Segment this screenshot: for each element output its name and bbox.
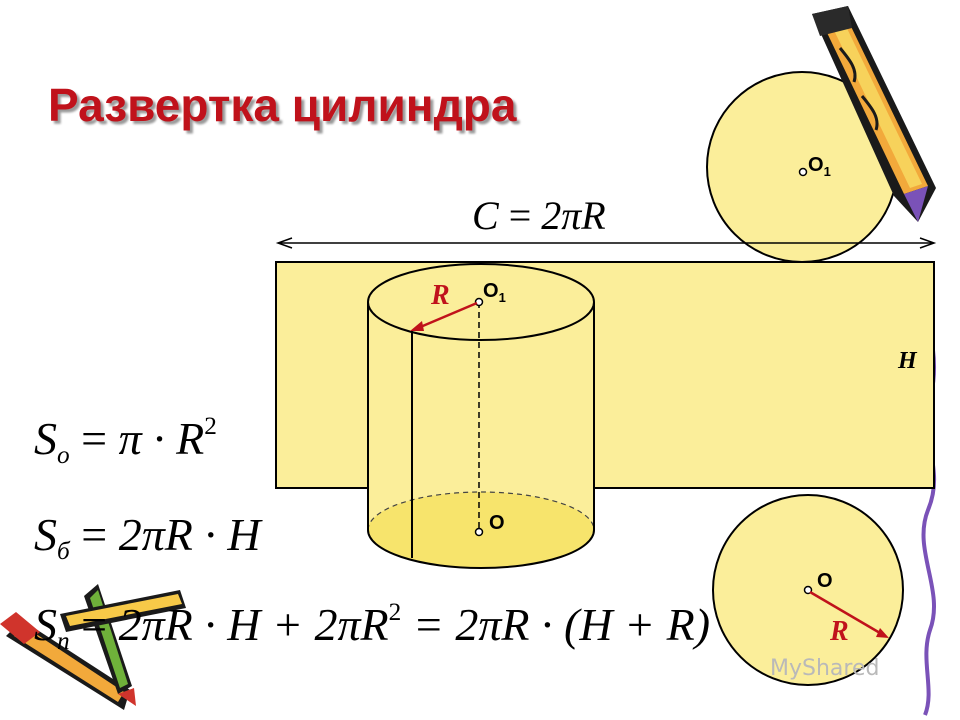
formula-rhs-b: = 2πR · (H + R) xyxy=(412,599,711,650)
base-area-formula: So = π · R2 xyxy=(34,411,217,469)
formula-s: S xyxy=(34,509,57,560)
height-label: H xyxy=(898,348,917,374)
formula-sub: п xyxy=(57,626,70,655)
pencil-clipart-top-right xyxy=(812,6,936,222)
formula-eq: = xyxy=(81,509,108,560)
circumference-arrow xyxy=(275,237,937,249)
formula-lhs: C xyxy=(472,193,499,238)
label-o: O xyxy=(483,280,499,302)
cylinder-bottom-back-dashed xyxy=(367,491,595,531)
cylinder-bottom-front-edge xyxy=(367,529,595,569)
formula-rhs: 2πR xyxy=(541,193,606,238)
formula-power: 2 xyxy=(204,411,217,440)
cylinder-top-center-label: O1 xyxy=(483,280,506,305)
formula-s: S xyxy=(34,413,57,464)
formula-eq: = xyxy=(81,413,108,464)
cylinder-bottom-center-label: O xyxy=(489,512,505,534)
formula-sub: o xyxy=(57,440,70,469)
bottom-circle-center-dot xyxy=(803,585,813,595)
formula-rhs-a: 2πR · H + 2πR xyxy=(118,599,389,650)
bottom-radius-label: R xyxy=(830,616,849,647)
cylinder-radius-label: R xyxy=(431,280,450,311)
circumference-formula: C = 2πR xyxy=(472,192,606,239)
top-circle-center-dot xyxy=(798,167,808,177)
label-subscript: 1 xyxy=(498,290,506,305)
pencils-clipart-bottom-left xyxy=(0,584,186,710)
label-o: O xyxy=(808,154,824,176)
bottom-radius-arrow xyxy=(809,590,881,635)
formula-eq: = xyxy=(81,599,108,650)
formula-rhs: π · R xyxy=(118,413,205,464)
formula-eq: = xyxy=(508,193,532,238)
formula-rhs: 2πR · H xyxy=(118,509,261,560)
cylinder-bottom-center-dot xyxy=(474,527,484,537)
cylinder xyxy=(367,263,595,569)
bottom-circle-center-label: O xyxy=(817,570,833,592)
slide-title: Развертка цилиндра xyxy=(48,79,517,131)
watermark-text: MyShared xyxy=(770,656,880,681)
cylinder-radius-arrow xyxy=(417,301,478,330)
label-subscript: 1 xyxy=(823,164,831,179)
formula-s: S xyxy=(34,599,57,650)
formula-power: 2 xyxy=(388,597,402,626)
full-area-formula: Sп = 2πR · H + 2πR2 = 2πR · (H + R) xyxy=(34,597,711,655)
top-circle-center-label: O1 xyxy=(808,154,831,179)
side-area-formula: Sб = 2πR · H xyxy=(34,508,261,565)
formula-sub: б xyxy=(57,536,70,565)
